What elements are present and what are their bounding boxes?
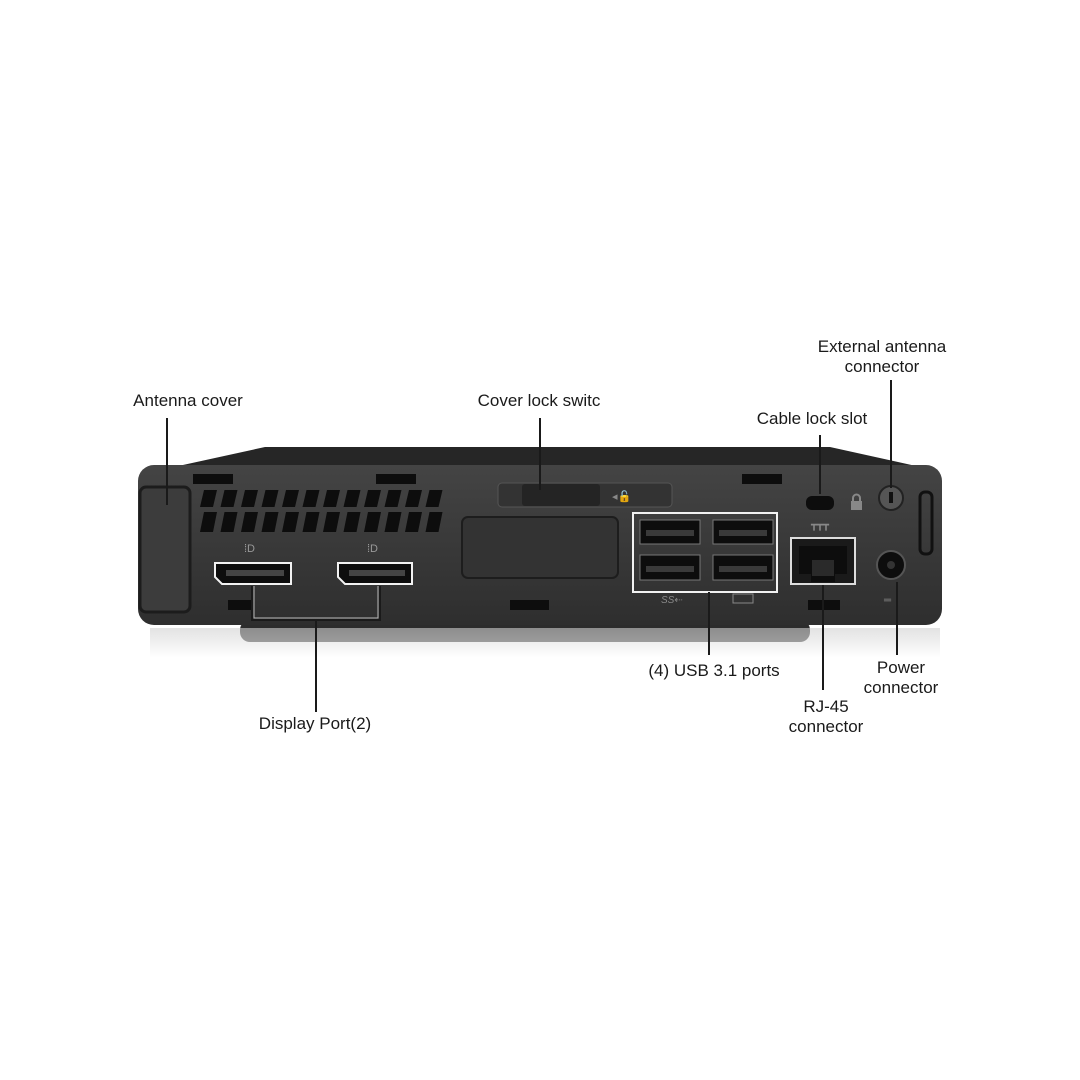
label-power-connector: Power connector (864, 658, 939, 698)
display-port-2: ⁞D (337, 543, 413, 585)
vent-slot (261, 490, 279, 507)
chassis-top (160, 447, 925, 470)
vent-slot (200, 490, 217, 507)
displayport-icon: ⁞D (367, 543, 378, 555)
label-line: Power (876, 658, 926, 677)
vent-grille (200, 490, 443, 532)
vent-slot (241, 490, 258, 507)
floor-shadow (150, 628, 940, 658)
label-cable-lock-slot: Cable lock slot (756, 409, 868, 428)
vent-slot (282, 512, 299, 532)
side-clip (918, 490, 934, 556)
label-line: External antenna (817, 337, 947, 356)
superspeed-usb-icon: SS⇠ (661, 595, 683, 606)
label-line: RJ-45 (803, 697, 849, 716)
callout-lines (166, 380, 898, 712)
label-usb-ports: (4) USB 3.1 ports (648, 661, 780, 680)
label-line: connector (863, 678, 939, 697)
vent-slot (220, 490, 238, 507)
vent-slot (323, 512, 340, 532)
callout-display-port (251, 586, 381, 712)
displayport-icon: ⁞D (244, 543, 255, 555)
keyboard-icon (732, 593, 754, 604)
antenna-cover (138, 485, 192, 614)
dc-power-icon: ═ (883, 595, 892, 606)
lock-icon (851, 501, 862, 510)
vent-slot (302, 490, 320, 507)
vent-slot (343, 512, 361, 532)
vent-slot (405, 490, 422, 507)
vent-slot (384, 490, 402, 507)
cover-lock-slider (522, 484, 600, 506)
label-line: connector (844, 357, 920, 376)
vent-slot (282, 490, 299, 507)
label-external-antenna: External antenna connector (818, 337, 947, 377)
cable-lock-slot (806, 496, 834, 510)
vent-slot (302, 512, 320, 532)
vent-slot (405, 512, 422, 532)
top-slots (193, 474, 782, 484)
display-port-1: ⁞D (214, 543, 292, 585)
label-rj45: RJ-45 connector (789, 697, 864, 737)
vent-slot (425, 512, 443, 532)
network-icon: ┳┳┳ (811, 520, 830, 531)
label-display-port: Display Port(2) (258, 714, 372, 733)
vent-slot (200, 512, 217, 532)
vent-slot (343, 490, 361, 507)
vent-slot (261, 512, 279, 532)
usb-highlight-box (632, 512, 778, 593)
vent-slot (323, 490, 340, 507)
vent-slot (384, 512, 402, 532)
vent-slot (364, 490, 381, 507)
unlock-icon: ◂🔓 (612, 490, 631, 503)
label-cover-lock-switch: Cover lock switc (477, 391, 601, 410)
vent-slot (241, 512, 258, 532)
label-antenna-cover: Antenna cover (133, 391, 243, 410)
vent-slot (425, 490, 443, 507)
cover-plate (461, 516, 619, 579)
vent-slot (364, 512, 381, 532)
vent-slot (220, 512, 238, 532)
label-line: connector (788, 717, 864, 736)
